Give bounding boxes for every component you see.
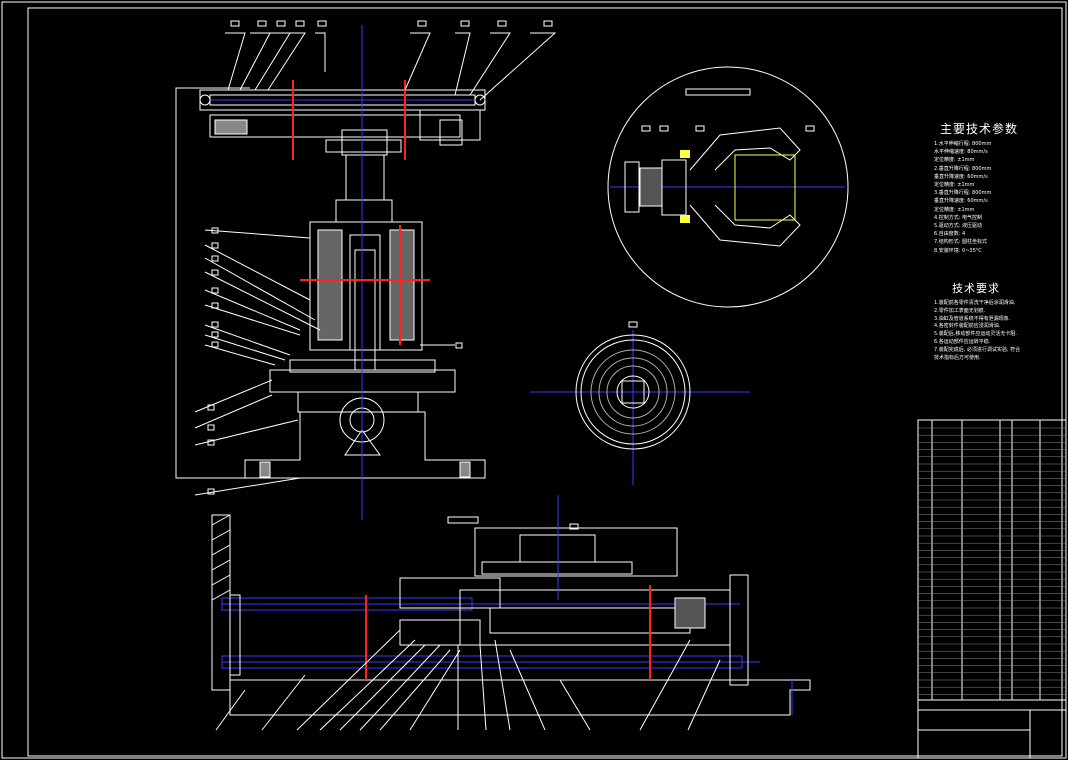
technical-requirements-line: 4.各密封件装配前应浸润滑油. [934, 323, 1001, 330]
parts-list-table [917, 419, 1067, 759]
plan-view [211, 495, 811, 716]
drawing-frame-inner [27, 7, 1063, 757]
part-leaders-bottom [215, 629, 721, 731]
section-circle-view [530, 321, 750, 485]
technical-requirements-line: 7.装配完成后, 必须进行调试实验, 符合 [934, 346, 1021, 353]
technical-requirements-line: 5.装配后,移动部件应运动灵活无卡阻. [934, 331, 1017, 338]
technical-requirements-list: 1.装配前各零件清洗干净后涂润滑油.2.零件加工表面无划痕.3.油缸及管道系统不… [934, 300, 1062, 362]
technical-requirements-line: 6.各运动部件应运转平稳. [934, 338, 991, 345]
technical-parameters-line: 6.自由度数: 4 [934, 231, 966, 238]
technical-requirements-title: 技术要求 [952, 282, 1000, 295]
technical-parameters-line: 垂直升降速度: 60mm/s [934, 173, 988, 180]
technical-requirements-block: 技术要求 1.装配前各零件清洗干净后涂润滑油.2.零件加工表面无划痕.3.油缸及… [934, 280, 1062, 362]
technical-parameters-line: 定位精度: ±1mm [934, 182, 975, 189]
gripper-detail-view [607, 66, 849, 308]
technical-parameters-line: 2.垂直升降行程: 800mm [934, 165, 992, 172]
technical-parameters-title: 主要技术参数 [940, 122, 1019, 136]
technical-requirements-line: 2.零件加工表面无划痕. [934, 307, 986, 314]
elevation-view [175, 87, 486, 479]
technical-parameters-line: 1.水平伸缩行程: 800mm [934, 141, 992, 147]
technical-parameters-list: 1.水平伸缩行程: 800mm 水平伸缩速度: 80mm/s 定位精度: ±1m… [934, 140, 1059, 255]
technical-requirements-line: 技术指标后方可使用. [934, 354, 981, 361]
technical-requirements-line: 1.装配前各零件清洗干净后涂润滑油. [934, 300, 1016, 306]
technical-parameters-line: 定位精度: ±1mm [934, 157, 975, 164]
technical-parameters-line: 8.安装环境: 0~35°C [934, 247, 982, 254]
part-leaders-top [194, 20, 557, 496]
technical-parameters-line: 垂直升降速度: 60mm/s [934, 198, 988, 205]
technical-parameters-line: 3.垂直升降行程: 800mm [934, 190, 992, 197]
technical-parameters-line: 7.结构形式: 圆柱坐标式 [934, 239, 988, 246]
technical-parameters-line: 5.驱动方式: 液压驱动 [934, 223, 983, 230]
technical-parameters-line: 定位精度: ±1mm [934, 206, 975, 213]
parts-list-rows [918, 427, 1066, 695]
technical-parameters-line: 4.控制方式: 电气控制 [934, 214, 983, 221]
technical-parameters-block: 主要技术参数 1.水平伸缩行程: 800mm 水平伸缩速度: 80mm/s 定位… [934, 120, 1059, 255]
technical-parameters-line: 水平伸缩速度: 80mm/s [934, 149, 988, 156]
technical-requirements-line: 3.油缸及管道系统不得有泄漏现象. [934, 315, 1011, 322]
